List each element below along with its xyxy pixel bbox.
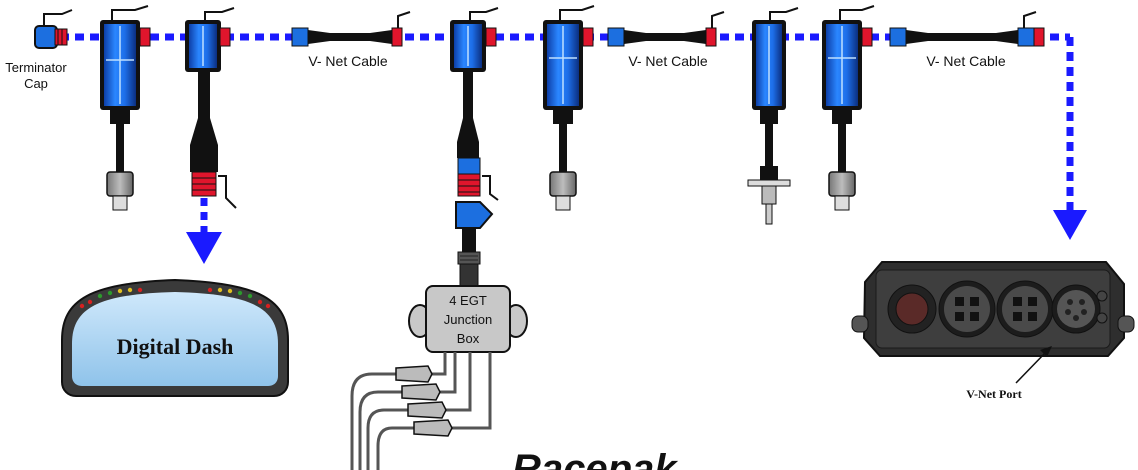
arrow-to-dash <box>186 232 222 264</box>
junction-label-3: Box <box>457 331 480 346</box>
racepak-logo: Racepak <box>512 447 678 470</box>
egt-module <box>450 7 499 287</box>
junction-label-1: 4 EGT <box>449 293 487 308</box>
egt-junction-box <box>408 285 528 353</box>
vnet-cable-1 <box>291 11 411 47</box>
terminator-label-2: Cap <box>24 76 48 91</box>
sensor-module-3 <box>747 7 799 225</box>
probe-fittings <box>395 365 453 437</box>
cable-label-3: V- Net Cable <box>926 53 1006 69</box>
junction-label-2: Junction <box>444 312 492 327</box>
digital-dash <box>61 278 289 397</box>
arrow-to-port <box>1053 210 1087 240</box>
data-logger <box>851 261 1135 357</box>
terminator-label-1: Terminator <box>5 60 67 75</box>
sensor-module-4 <box>822 5 875 211</box>
port-pointer <box>1015 346 1052 384</box>
cable-label-2: V- Net Cable <box>628 53 708 69</box>
sensor-module-2 <box>543 5 595 211</box>
dash-adapter-module <box>185 7 237 264</box>
vnet-cable-3 <box>889 11 1045 47</box>
vnet-cable-2 <box>607 11 725 47</box>
dash-label: Digital Dash <box>117 334 234 359</box>
sensor-module-1 <box>100 5 151 211</box>
dash-leds <box>79 287 271 309</box>
egt-probes <box>350 352 492 470</box>
port-label: V-Net Port <box>966 387 1021 401</box>
terminator-cap <box>34 9 73 49</box>
cable-label-1: V- Net Cable <box>308 53 388 69</box>
